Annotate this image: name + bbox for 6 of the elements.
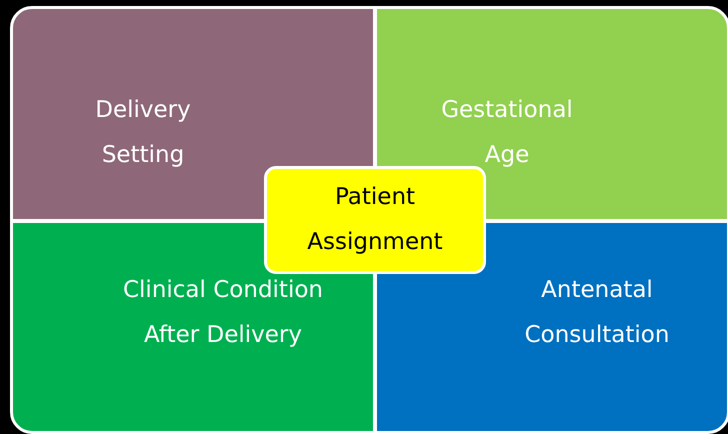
node-label: Clinical Condition After Delivery — [122, 276, 324, 350]
center-box — [264, 166, 486, 274]
node-label: Antenatal Consultation — [524, 276, 670, 350]
node-label: Delivery Setting — [94, 96, 192, 170]
node-label: Patient Assignment — [306, 183, 444, 257]
node-label: Gestational Age — [440, 96, 574, 170]
